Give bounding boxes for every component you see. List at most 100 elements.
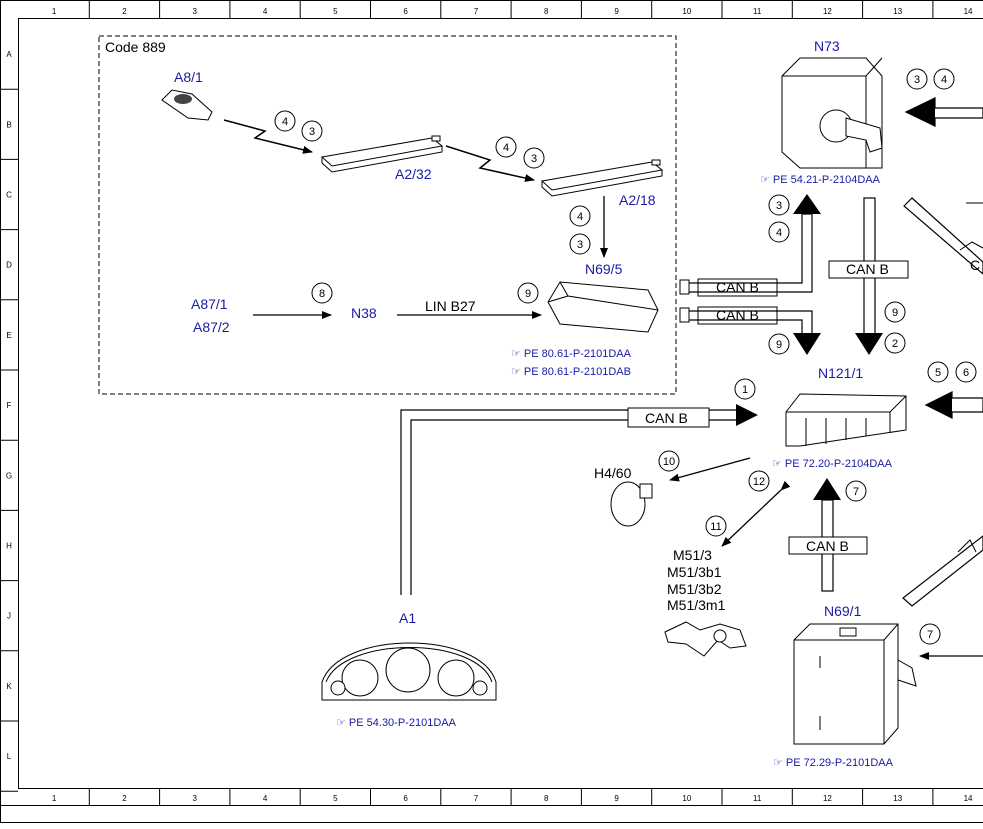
- step-number: 12: [753, 476, 765, 488]
- step-circle-a218-3: 3: [570, 234, 590, 254]
- column-label: 13: [893, 7, 902, 16]
- can-b-a1-label: CAN B: [645, 410, 688, 426]
- up-arrow-to-n73: [793, 194, 821, 214]
- column-label: 12: [823, 794, 832, 803]
- column-label: 13: [893, 794, 902, 803]
- step-number: 3: [577, 239, 583, 251]
- down-arrow-to-n121: [793, 333, 821, 355]
- a1-label: A1: [399, 610, 416, 626]
- column-label: 10: [682, 794, 691, 803]
- step-number: 11: [710, 521, 721, 533]
- n69-5-module-icon: [548, 282, 658, 332]
- row-label: E: [6, 331, 11, 340]
- can-b-n73-label: CAN B: [846, 261, 889, 277]
- step-circle-a8-3: 3: [302, 121, 322, 141]
- step-circle-h460-10: 10: [659, 451, 679, 471]
- column-label: 9: [614, 794, 619, 803]
- column-label: 2: [122, 7, 127, 16]
- step-number: 9: [525, 288, 531, 300]
- column-label: 2: [122, 794, 127, 803]
- step-circle-n695-9: 9: [518, 283, 538, 303]
- step-circle-right-7: 7: [920, 624, 940, 644]
- step-number: 6: [963, 367, 969, 379]
- a2-18-label: A2/18: [619, 192, 656, 208]
- n73-ref: ☞ PE 54.21-P-2104DAA: [760, 174, 881, 186]
- n69-1-label: N69/1: [824, 603, 862, 619]
- a2-18-antenna-icon: [542, 160, 662, 196]
- step-number: 3: [309, 126, 315, 138]
- step-number: 3: [776, 200, 782, 212]
- a2-32-label: A2/32: [395, 166, 432, 182]
- step-circle-n73-4: 4: [934, 69, 954, 89]
- wireless-link-a8-a232: [224, 120, 312, 152]
- m51-3b2-label: M51/3b2: [667, 581, 722, 597]
- a87-1-label: A87/1: [191, 296, 228, 312]
- row-label: B: [6, 120, 11, 129]
- row-label: F: [7, 401, 12, 410]
- n73-label: N73: [814, 38, 840, 54]
- column-label: 8: [544, 7, 549, 16]
- n73-to-n121-arrow: [855, 333, 883, 355]
- step-number: 4: [282, 116, 288, 128]
- column-label: 8: [544, 794, 549, 803]
- diagonal-bus-bottom: [903, 536, 983, 606]
- column-label: 3: [193, 7, 198, 16]
- n69-1-to-n121-arrow: [813, 478, 841, 500]
- step-circle-n121-6: 6: [956, 362, 976, 382]
- link-n121-h460: [670, 458, 750, 480]
- column-label: 1: [52, 7, 57, 16]
- column-label: 14: [964, 7, 973, 16]
- column-label: 14: [964, 794, 973, 803]
- step-number: 4: [941, 74, 947, 86]
- step-number: 7: [853, 486, 859, 498]
- column-label: 10: [682, 7, 691, 16]
- step-number: 7: [927, 629, 933, 641]
- n73-ignition-lock-icon: [782, 58, 882, 168]
- step-number: 10: [663, 456, 675, 468]
- column-label: 11: [753, 7, 762, 16]
- a8-1-label: A8/1: [174, 69, 203, 85]
- step-circle-m51-12: 12: [749, 471, 769, 491]
- step-number: 9: [892, 307, 898, 319]
- step-number: 4: [776, 227, 782, 239]
- step-circle-up-4: 4: [769, 222, 789, 242]
- n69-1-module-icon: [794, 624, 916, 744]
- step-circle-a232-4: 4: [496, 137, 516, 157]
- m51-actuator-icon: [665, 622, 746, 656]
- a1-ref: ☞ PE 54.30-P-2101DAA: [336, 717, 457, 729]
- step-number: 3: [914, 74, 920, 86]
- code-889-label: Code 889: [105, 39, 166, 55]
- row-label: G: [6, 471, 12, 480]
- column-label: 9: [614, 7, 619, 16]
- m51-3m1-label: M51/3m1: [667, 597, 726, 613]
- n69-5-ref-a: ☞ PE 80.61-P-2101DAA: [511, 348, 632, 360]
- row-label: H: [6, 542, 12, 551]
- m51-3b1-label: M51/3b1: [667, 564, 722, 580]
- can-partial-label: C: [970, 257, 980, 273]
- column-label: 12: [823, 7, 832, 16]
- column-label: 7: [474, 7, 479, 16]
- step-circle-n121-5: 5: [928, 362, 948, 382]
- column-label: 6: [403, 794, 408, 803]
- row-label: C: [6, 191, 12, 200]
- column-label: 7: [474, 794, 479, 803]
- n121-1-ref: ☞ PE 72.20-P-2104DAA: [772, 458, 893, 470]
- step-number: 4: [577, 211, 583, 223]
- step-number: 5: [935, 367, 941, 379]
- n121-1-label: N121/1: [818, 365, 863, 381]
- step-number: 2: [892, 338, 898, 350]
- step-circle-a232-3: 3: [524, 148, 544, 168]
- can-b-n69-1-label: CAN B: [806, 538, 849, 554]
- step-circle-a87-8: 8: [312, 283, 332, 303]
- h4-60-buzzer-icon: [611, 482, 652, 526]
- n69-1-ref: ☞ PE 72.29-P-2101DAA: [773, 757, 894, 769]
- n69-5-ref-b: ☞ PE 80.61-P-2101DAB: [511, 366, 631, 378]
- n121-1-module-icon: [786, 394, 906, 446]
- h4-60-label: H4/60: [594, 465, 632, 481]
- step-circle-down-9: 9: [885, 302, 905, 322]
- row-label: A: [6, 50, 12, 59]
- step-circle-down-2: 2: [885, 333, 905, 353]
